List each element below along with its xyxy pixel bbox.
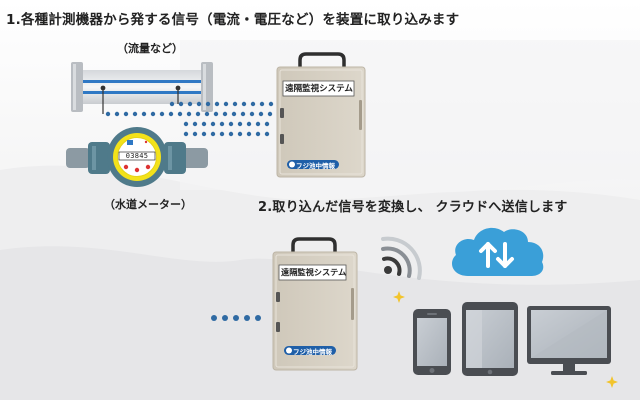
cloud-icon (452, 227, 544, 276)
sync-arrows-icon (479, 242, 514, 268)
water-meter (66, 127, 208, 187)
device-label-bottom: 遠隔監視システム (281, 267, 347, 277)
monitor-icon (527, 306, 611, 375)
meter-digits: 03845 (125, 152, 149, 160)
device-logo-badge (284, 346, 336, 355)
tablet-icon (462, 302, 518, 376)
signal-dots-pipe (105, 101, 274, 117)
monitoring-device-bottom (272, 237, 358, 371)
flow-caption: （流量など） (117, 42, 183, 55)
device-label-top: 遠隔監視システム (285, 84, 353, 94)
device-logo-badge (287, 160, 339, 169)
device-label-plate (282, 80, 355, 97)
device-label-plate (278, 264, 347, 281)
section2-heading: 2.取り込んだ信号を変換し、 クラウドへ送信します (258, 200, 568, 215)
background-panel (180, 40, 640, 193)
flow-pipe (71, 62, 213, 114)
smartphone-icon (413, 309, 451, 375)
pipe-flange-left (71, 62, 83, 112)
signal-dots-input (211, 315, 261, 321)
device-logo-bottom: フジ池中情報 (293, 348, 332, 356)
signal-dots-meter (183, 121, 270, 137)
sparkle-icon (393, 291, 618, 388)
meter-caption: （水道メーター） (104, 198, 192, 211)
monitoring-device-top (276, 52, 366, 178)
section1-heading: 1.各種計測機器から発する信号（電流・電圧など）を装置に取り込みます (6, 12, 460, 28)
device-logo-top: フジ池中情報 (296, 162, 335, 170)
wireless-signal-icon (381, 236, 422, 280)
